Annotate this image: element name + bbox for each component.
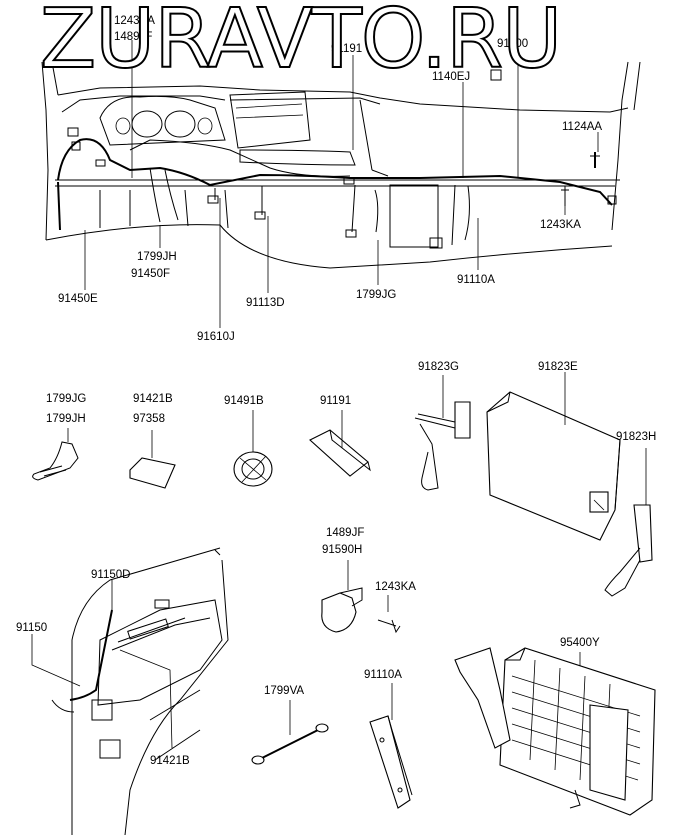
label-1124aa: 1124AA bbox=[562, 121, 602, 133]
label-1799jg-dash: 1799JG bbox=[356, 289, 396, 301]
label-1799jg: 1799JG bbox=[46, 393, 86, 405]
label-1140ej: 1140EJ bbox=[432, 71, 470, 83]
leader-lines-dashboard bbox=[84, 40, 599, 328]
part-bracket-91110a bbox=[369, 683, 413, 809]
part-bracket-91823g bbox=[414, 375, 471, 491]
label-1243ka-bottom: 1243KA bbox=[375, 581, 416, 593]
part-cable-1799va bbox=[251, 700, 329, 765]
watermark-text: ZURAVTO.RU bbox=[39, 0, 563, 87]
label-1799va: 1799VA bbox=[264, 685, 304, 697]
label-91421b-mid: 91421B bbox=[133, 393, 173, 405]
part-clamp-1489jf bbox=[321, 560, 363, 633]
part-control-unit-91823e bbox=[486, 372, 621, 541]
label-91823h: 91823H bbox=[616, 431, 656, 443]
part-junction-box-95400y bbox=[454, 647, 656, 816]
label-91100: 91100 bbox=[497, 38, 528, 50]
label-1799jh: 1799JH bbox=[46, 413, 86, 425]
label-91110a-dash: 91110A bbox=[457, 274, 495, 286]
label-91450e: 91450E bbox=[58, 293, 98, 305]
label-91450f: 91450F bbox=[131, 268, 170, 280]
part-protector-91191 bbox=[309, 410, 371, 477]
label-91610j: 91610J bbox=[197, 331, 235, 343]
label-91191-mid: 91191 bbox=[320, 395, 351, 407]
label-91823e: 91823E bbox=[538, 361, 578, 373]
label-91491b: 91491B bbox=[224, 395, 264, 407]
label-91421b-door: 91421B bbox=[150, 755, 190, 767]
part-cable-tie-1799jg bbox=[32, 428, 79, 481]
label-91150: 91150 bbox=[16, 622, 47, 634]
label-95400y: 95400Y bbox=[560, 637, 600, 649]
label-1489jf-mid: 1489JF bbox=[326, 527, 364, 539]
part-grommet-91491b bbox=[233, 410, 273, 487]
label-1243ka-right: 1243KA bbox=[540, 219, 581, 231]
label-91823g: 91823G bbox=[418, 361, 459, 373]
label-97358: 97358 bbox=[133, 413, 165, 425]
door-panel-assembly bbox=[31, 547, 229, 835]
part-pad-91421b bbox=[129, 430, 176, 489]
callout-labels: 1243KA 1489JF 91191 91100 1140EJ 1124AA … bbox=[16, 15, 656, 767]
label-91191-top: 91191 bbox=[331, 43, 362, 55]
dashboard-assembly bbox=[41, 61, 641, 269]
label-91150d: 91150D bbox=[91, 569, 130, 581]
label-1489jf-top: 1489JF bbox=[114, 31, 152, 43]
label-1799jh-dash: 1799JH bbox=[137, 251, 177, 263]
label-1243ka-top: 1243KA bbox=[114, 15, 155, 27]
label-91590h: 91590H bbox=[322, 544, 362, 556]
part-clip-1243ka bbox=[377, 595, 401, 634]
part-bracket-91823h bbox=[604, 448, 653, 597]
label-91113d: 91113D bbox=[246, 297, 285, 309]
label-91110a-bottom: 91110A bbox=[364, 669, 402, 681]
